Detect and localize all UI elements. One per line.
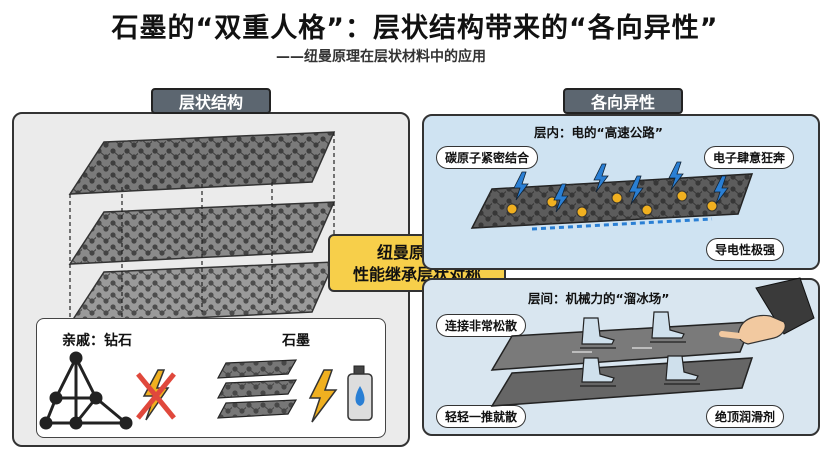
conduction-sheet-illustration <box>470 161 754 231</box>
page-subtitle: ——纽曼原理在层状材料中的应用 <box>276 49 486 65</box>
inset-icons <box>39 351 373 430</box>
upper-sheet <box>490 321 754 371</box>
ice-skate-icons <box>580 311 700 387</box>
layered-structure-tab: 层状结构 <box>151 88 271 114</box>
loose-connection-bubble: 连接非常松散 <box>436 314 527 337</box>
graphite-layers-illustration <box>68 131 336 325</box>
stacked-graphite-icon <box>216 359 298 419</box>
diamond-relative-label: 亲戚：钻石 <box>62 333 132 349</box>
between-layers-header: 层间：机械力的“溜冰场” <box>528 291 670 306</box>
tight-bond-bubble: 碳原子紧密结合 <box>436 146 539 169</box>
slide-marks <box>572 347 652 353</box>
electron-flow-bubble: 电子肆意狂奔 <box>704 146 795 169</box>
anisotropy-tab: 各向异性 <box>563 88 683 114</box>
lightning-bolt-icon <box>308 369 338 423</box>
lightning-icons <box>513 161 729 213</box>
lubricant-bubble: 绝顶润滑剂 <box>706 405 785 428</box>
electron-markers <box>506 190 718 218</box>
graphite-label: 石墨 <box>282 333 310 349</box>
diamond-lattice-icon <box>39 351 133 430</box>
in-layer-header: 层内：电的“高速公路” <box>534 125 663 140</box>
graphite-sheet-top <box>68 131 336 195</box>
skating-layers-illustration <box>490 277 815 407</box>
electron-path <box>531 217 713 231</box>
page-title: 石墨的“双重人格”：层状结构带来的“各向异性” <box>111 13 719 44</box>
high-conductivity-bubble: 导电性极强 <box>706 238 785 261</box>
crossed-bolt-icon <box>136 369 176 421</box>
lubricant-bottle-icon <box>347 365 373 421</box>
pushing-hand-icon <box>719 277 815 345</box>
easy-push-bubble: 轻轻一推就散 <box>436 405 527 428</box>
